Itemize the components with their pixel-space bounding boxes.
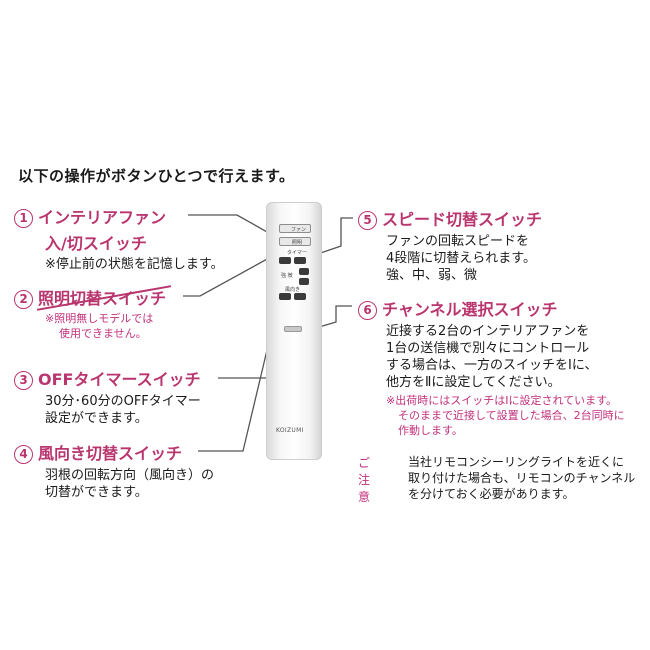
item-6-desc-line3: する場合は、一方のスイッチをⅠに、 — [386, 358, 598, 373]
item-1-title-line1: インテリアファン — [38, 208, 167, 227]
fan-button-label: ファン — [291, 227, 307, 233]
caution-label: ご注意 — [358, 456, 371, 504]
item-4-desc-line2: 切替ができます。 — [45, 485, 148, 500]
caution-line3: を分けておく必要があります。 — [408, 487, 575, 501]
item-2-title-struck: 照明切替スイッチ — [36, 285, 172, 311]
item-5-desc-line1: ファンの回転スピードを — [386, 234, 530, 249]
item-6-desc-line4: 他方をⅡに設定してください。 — [386, 375, 561, 390]
item-4-desc-line1: 羽根の回転方向（風向き）の — [45, 468, 215, 483]
item-4-title: 風向き切替スイッチ — [38, 444, 183, 463]
fan-button[interactable]: ファン — [279, 224, 311, 233]
item-5-title: スピード切替スイッチ — [382, 210, 543, 229]
item-number-6: 6 — [358, 301, 377, 320]
direction-label: 風向き — [285, 287, 301, 293]
caution-line2: 取り付けた場合も、リモコンのチャンネル — [408, 471, 636, 485]
timer-60-button[interactable] — [294, 257, 306, 264]
remote-control: ファン 照明 タイマー 強 微 風向き KOIZUMI — [266, 202, 322, 460]
item-number-3: 3 — [14, 371, 33, 390]
leader-line-5 — [305, 217, 353, 259]
item-5-desc-line3: 強、中、弱、微 — [386, 268, 478, 283]
item-3-desc-line2: 設定ができます。 — [45, 411, 148, 426]
page-heading: 以下の操作がボタンひとつで行えます。 — [18, 167, 295, 185]
item-number-5: 5 — [358, 211, 377, 230]
speed-weak-button[interactable] — [299, 278, 309, 285]
item-5: 5 スピード切替スイッチ ファンの回転スピードを 4段階に切替えられます。 強、中… — [358, 206, 542, 284]
channel-switch[interactable] — [284, 326, 302, 332]
item-number-2: 2 — [14, 290, 33, 309]
leader-line-1 — [188, 214, 277, 238]
light-button[interactable]: 照明 — [279, 237, 311, 246]
timer-label: タイマー — [287, 250, 308, 256]
item-6-title: チャンネル選択スイッチ — [382, 300, 558, 319]
item-6-note-line1: ※出荷時にはスイッチはⅠに設定されています。 — [386, 394, 618, 407]
direction-right-button[interactable] — [294, 293, 306, 300]
leader-line-6 — [308, 305, 352, 331]
item-6-desc-line2: 1台の送信機で別々にコントロール — [386, 341, 590, 356]
item-2-note-line1: ※照明無しモデルでは — [45, 312, 154, 325]
item-1-note: ※停止前の状態を記憶します。 — [45, 257, 224, 272]
light-button-label: 照明 — [292, 240, 303, 246]
speed-strong-button[interactable] — [299, 268, 309, 275]
item-1-title-line2: 入/切スイッチ — [45, 234, 147, 253]
item-1: 1 インテリアファン 入/切スイッチ ※停止前の状態を記憶します。 — [14, 204, 224, 273]
speed-label: 強 微 — [281, 273, 293, 279]
item-number-4: 4 — [14, 445, 33, 464]
caution-line1: 当社リモコンシーリングライトを近くに — [408, 455, 625, 469]
item-6-note-line2: そのままで近接して設置した場合、2台同時に — [398, 409, 625, 422]
item-2: 2照明切替スイッチ ※照明無しモデルでは 使用できません。 — [14, 285, 172, 341]
item-4: 4 風向き切替スイッチ 羽根の回転方向（風向き）の 切替ができます。 — [14, 440, 214, 501]
item-6: 6 チャンネル選択スイッチ 近接する2台のインテリアファンを 1台の送信機で別々に… — [358, 296, 625, 438]
leader-line-2 — [183, 251, 281, 297]
item-5-desc-line2: 4段階に切替えられます。 — [386, 251, 536, 266]
item-3: 3 OFFタイマースイッチ 30分･60分のOFFタイマー 設定ができます。 — [14, 366, 201, 427]
direction-left-button[interactable] — [279, 293, 291, 300]
remote-brand: KOIZUMI — [276, 427, 304, 434]
item-2-note-line2: 使用できません。 — [59, 327, 147, 340]
item-3-desc-line1: 30分･60分のOFFタイマー — [45, 394, 201, 409]
timer-30-button[interactable] — [279, 257, 291, 264]
item-6-desc-line1: 近接する2台のインテリアファンを — [386, 324, 590, 339]
item-number-1: 1 — [14, 209, 33, 228]
item-6-note-line3: 作動します。 — [398, 424, 463, 437]
item-3-title: OFFタイマースイッチ — [38, 370, 201, 389]
